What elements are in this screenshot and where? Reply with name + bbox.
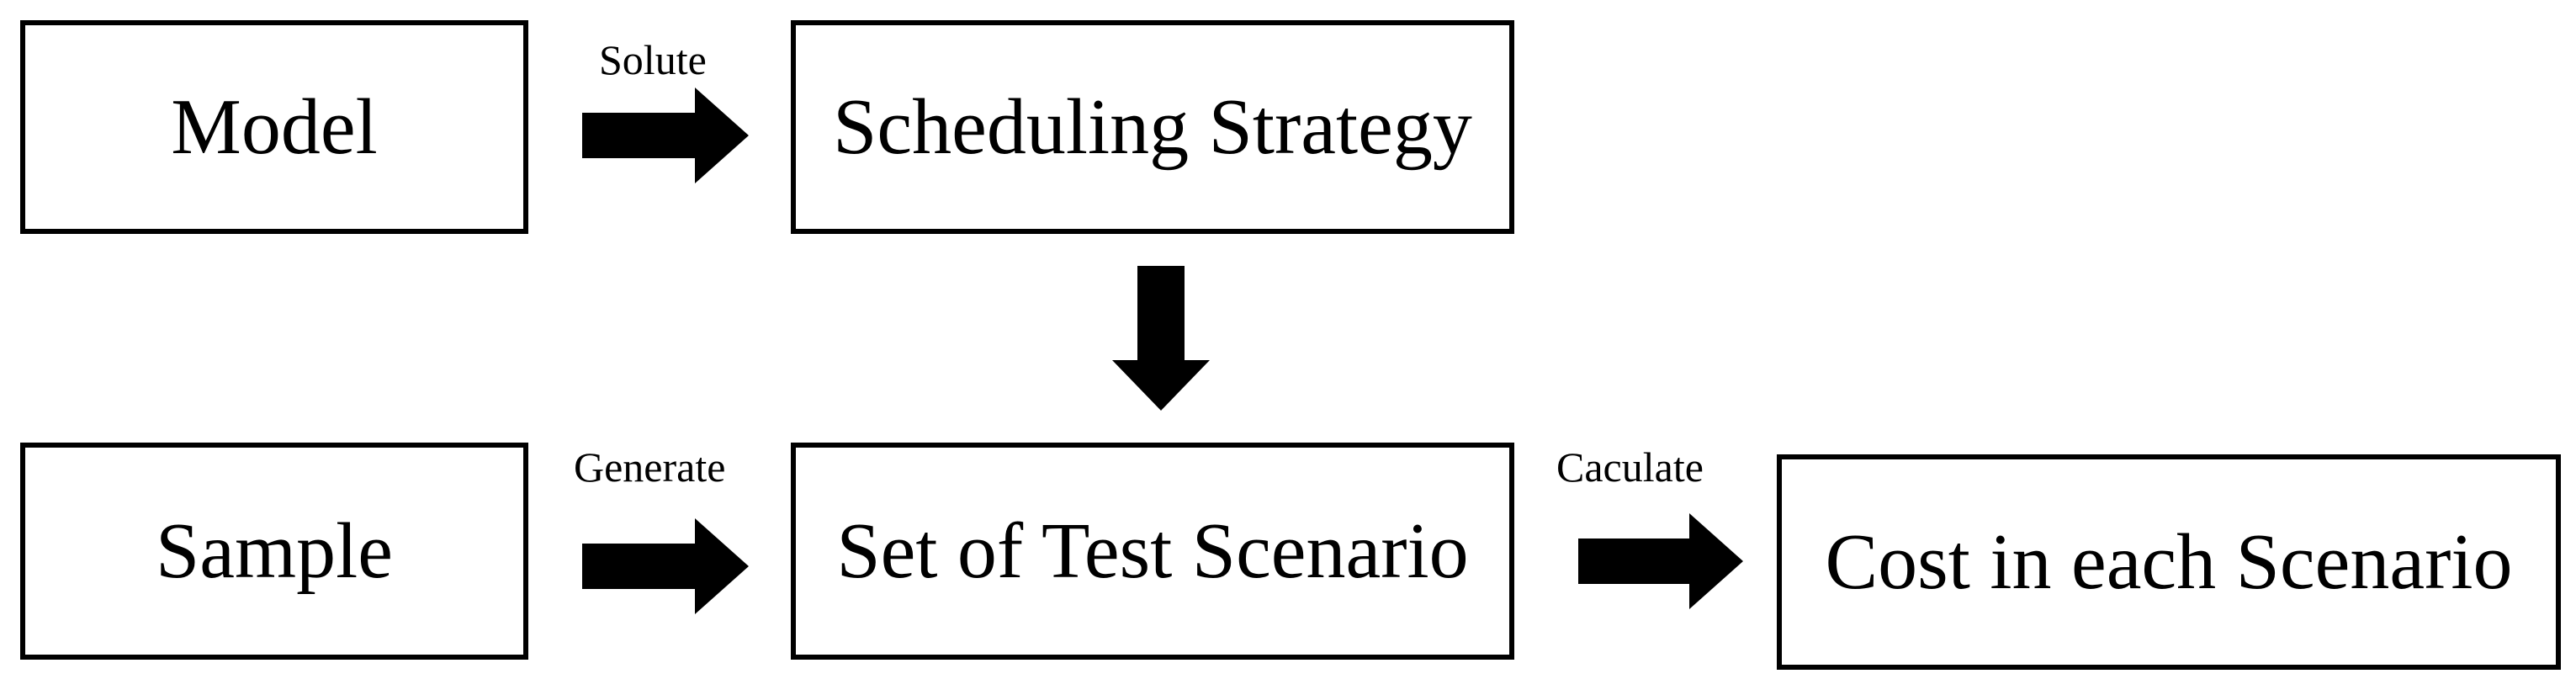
node-model: Model	[20, 20, 528, 234]
node-scheduling-strategy-label: Scheduling Strategy	[833, 83, 1472, 171]
node-test-scenarios-label: Set of Test Scenario	[836, 507, 1469, 595]
node-model-label: Model	[171, 83, 378, 171]
down-arrow-icon	[1112, 266, 1210, 411]
right-arrow-icon	[1578, 513, 1743, 609]
node-cost: Cost in each Scenario	[1777, 454, 2561, 670]
edge-label-caculate: Caculate	[1556, 443, 1704, 491]
right-arrow-icon	[582, 518, 749, 614]
edge-label-generate: Generate	[574, 443, 726, 491]
node-sample: Sample	[20, 443, 528, 660]
node-sample-label: Sample	[156, 507, 393, 595]
right-arrow-icon	[582, 88, 749, 183]
edge-label-solute: Solute	[599, 36, 707, 83]
node-cost-label: Cost in each Scenario	[1825, 518, 2513, 606]
node-test-scenarios: Set of Test Scenario	[791, 443, 1514, 660]
node-scheduling-strategy: Scheduling Strategy	[791, 20, 1514, 234]
